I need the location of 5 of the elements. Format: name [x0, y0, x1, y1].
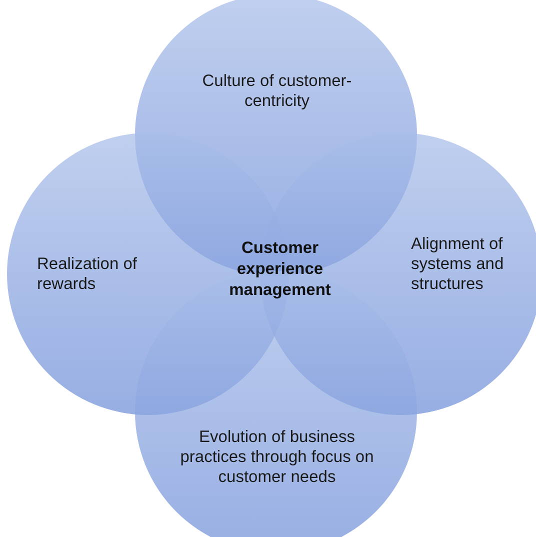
circle-label: Alignment of systems and structures — [411, 234, 505, 294]
center-label: Customer experience management — [228, 238, 332, 301]
circle-label: Culture of customer-centricity — [201, 71, 353, 111]
circle-label: Realization of rewards — [37, 254, 138, 294]
circle-label: Evolution of business practices through focus on customer needs — [179, 427, 375, 487]
